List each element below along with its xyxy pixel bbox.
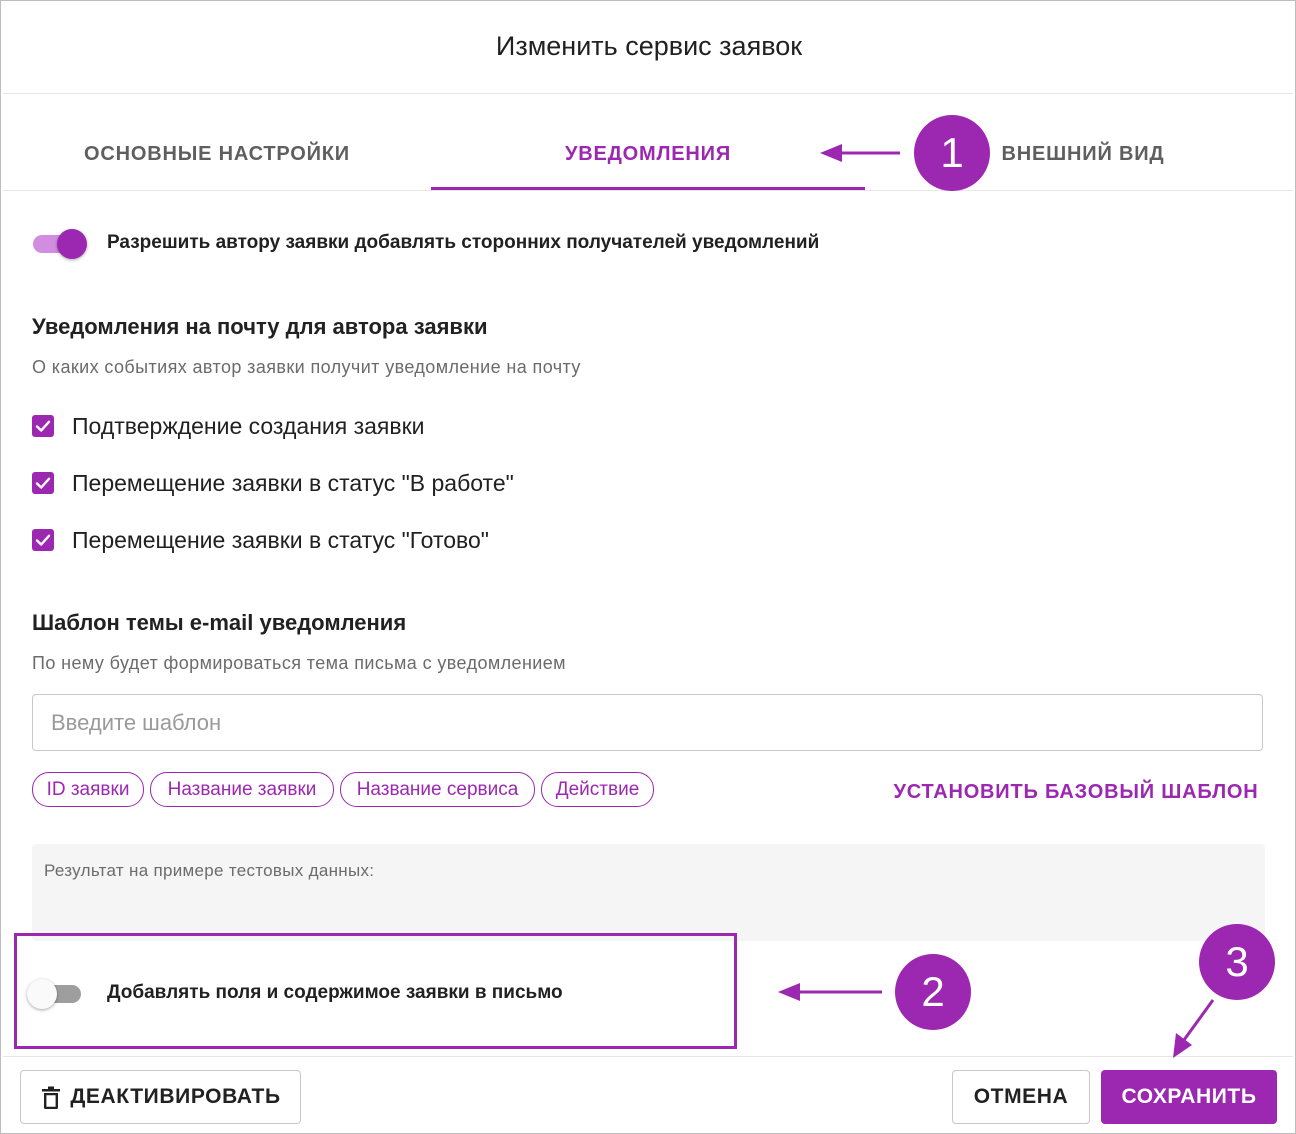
checkbox-label: Перемещение заявки в статус "Готово" [72,527,489,553]
checkbox-checked[interactable] [32,529,54,551]
toggle-thumb [27,979,57,1009]
cancel-button[interactable]: ОТМЕНА [952,1070,1090,1124]
template-preview: Результат на примере тестовых данных: [32,844,1265,941]
author-notifications-subtitle: О каких событиях автор заявки получит ув… [32,357,581,377]
chip-request-name[interactable]: Название заявки [150,772,334,807]
toggle-thumb [57,229,87,259]
check-icon [35,534,51,546]
template-input-box [32,694,1263,751]
checkbox-checked[interactable] [32,415,54,437]
annotation-badge-3: 3 [1199,924,1275,1000]
active-tab-indicator [431,187,865,190]
annotation-badge-2: 2 [895,954,971,1030]
author-notifications-heading: Уведомления на почту для автора заявки [32,314,488,339]
include-fields-label: Добавлять поля и содержимое заявки в пис… [107,982,563,1003]
check-icon [35,420,51,432]
deactivate-label: ДЕАКТИВИРОВАТЬ [70,1085,281,1108]
tab-notifications[interactable]: УВЕДОМЛЕНИЯ [564,143,732,165]
include-fields-toggle[interactable] [27,975,83,1011]
annotation-badge-1: 1 [914,115,990,191]
allow-recipients-toggle[interactable] [31,225,87,261]
trash-icon [42,1086,60,1109]
dialog-title: Изменить сервис заявок [495,31,803,61]
checkbox-label: Подтверждение создания заявки [72,413,425,439]
template-input[interactable] [51,695,1241,750]
allow-recipients-label: Разрешить автору заявки добавлять сторон… [107,232,820,253]
footer-divider [3,1056,1293,1057]
chip-action[interactable]: Действие [541,772,654,807]
checkbox-label: Перемещение заявки в статус "В работе" [72,470,514,496]
preview-label: Результат на примере тестовых данных: [44,861,375,880]
tabs-divider [3,190,1293,191]
tab-basic-settings[interactable]: ОСНОВНЫЕ НАСТРОЙКИ [84,143,350,165]
save-button[interactable]: СОХРАНИТЬ [1101,1070,1277,1124]
set-base-template-button[interactable]: УСТАНОВИТЬ БАЗОВЫЙ ШАБЛОН [893,781,1259,803]
tab-appearance[interactable]: ВНЕШНИЙ ВИД [1001,143,1165,165]
deactivate-button[interactable]: ДЕАКТИВИРОВАТЬ [20,1070,301,1124]
highlight-box [14,933,737,1049]
check-icon [35,477,51,489]
template-subtitle: По нему будет формироваться тема письма … [32,653,566,673]
chip-request-id[interactable]: ID заявки [32,772,144,807]
checkbox-checked[interactable] [32,472,54,494]
chip-service-name[interactable]: Название сервиса [340,772,535,807]
title-divider [3,93,1293,94]
template-heading: Шаблон темы e-mail уведомления [32,610,407,635]
